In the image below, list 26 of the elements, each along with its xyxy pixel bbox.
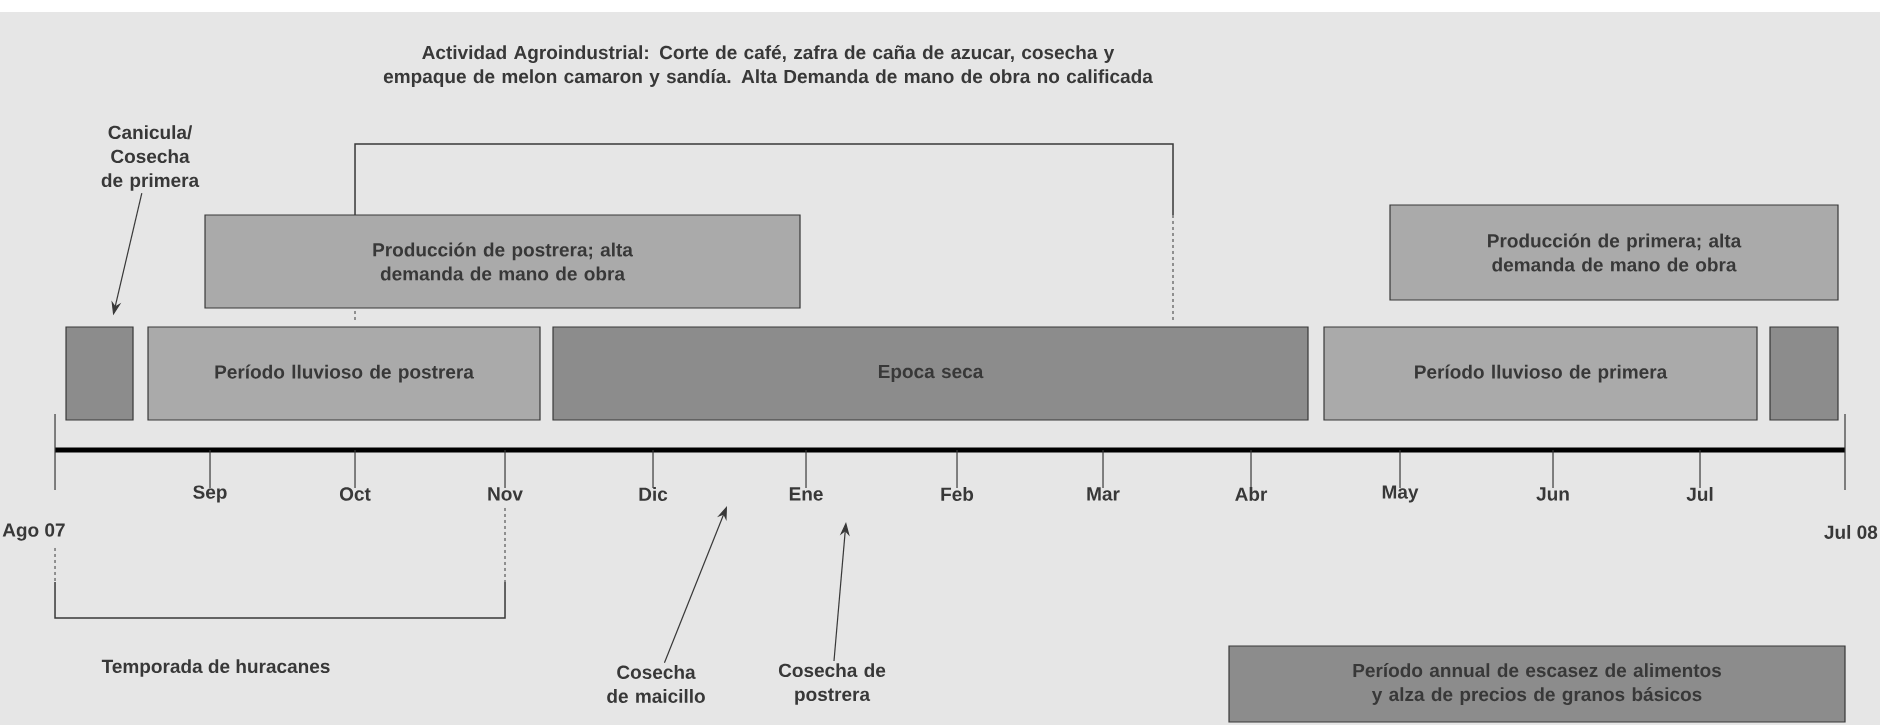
callout-text: Cosecha de postrera	[778, 663, 886, 705]
month-label: Oct	[339, 487, 371, 501]
month-label: May	[1382, 485, 1419, 503]
month-label: Mar	[1087, 487, 1120, 501]
axis-end-label: Ago 07	[2, 523, 65, 541]
period-box: Período annual de escasez de alimentos y alza de precios de granos básicos	[1228, 645, 1846, 723]
callout-text: Cosecha de maicillo	[607, 665, 705, 703]
month-label: Sep	[193, 485, 227, 503]
month-label: Nov	[488, 487, 523, 501]
period-bar	[1769, 326, 1839, 421]
month-label: Feb	[941, 487, 974, 501]
heading-text: Actividad Agroindustrial: Corte de café, zafra de caña de azucar, cosecha y empaque de melon camaron y sandía. Alta Demanda de mano de obra no calificada	[383, 45, 1153, 87]
period-box: Producción de primera; alta demanda de mano de obra	[1389, 204, 1839, 301]
month-label: Abr	[1235, 487, 1268, 501]
period-box: Epoca seca	[552, 326, 1309, 421]
month-label: Jul	[1686, 487, 1713, 501]
axis-end-label: Jul 08	[1824, 525, 1878, 539]
month-label: Ene	[789, 487, 823, 501]
bracket-label: Temporada de huracanes	[101, 659, 330, 677]
period-bar	[65, 326, 134, 421]
month-label: Jun	[1536, 487, 1569, 501]
period-box: Producción de postrera; alta demanda de mano de obra	[204, 214, 801, 309]
period-box: Período lluvioso de primera	[1323, 326, 1758, 421]
period-box: Período lluvioso de postrera	[147, 326, 541, 421]
callout-text: Canicula/ Cosecha de primera	[101, 125, 200, 191]
month-label: Dic	[639, 487, 668, 501]
